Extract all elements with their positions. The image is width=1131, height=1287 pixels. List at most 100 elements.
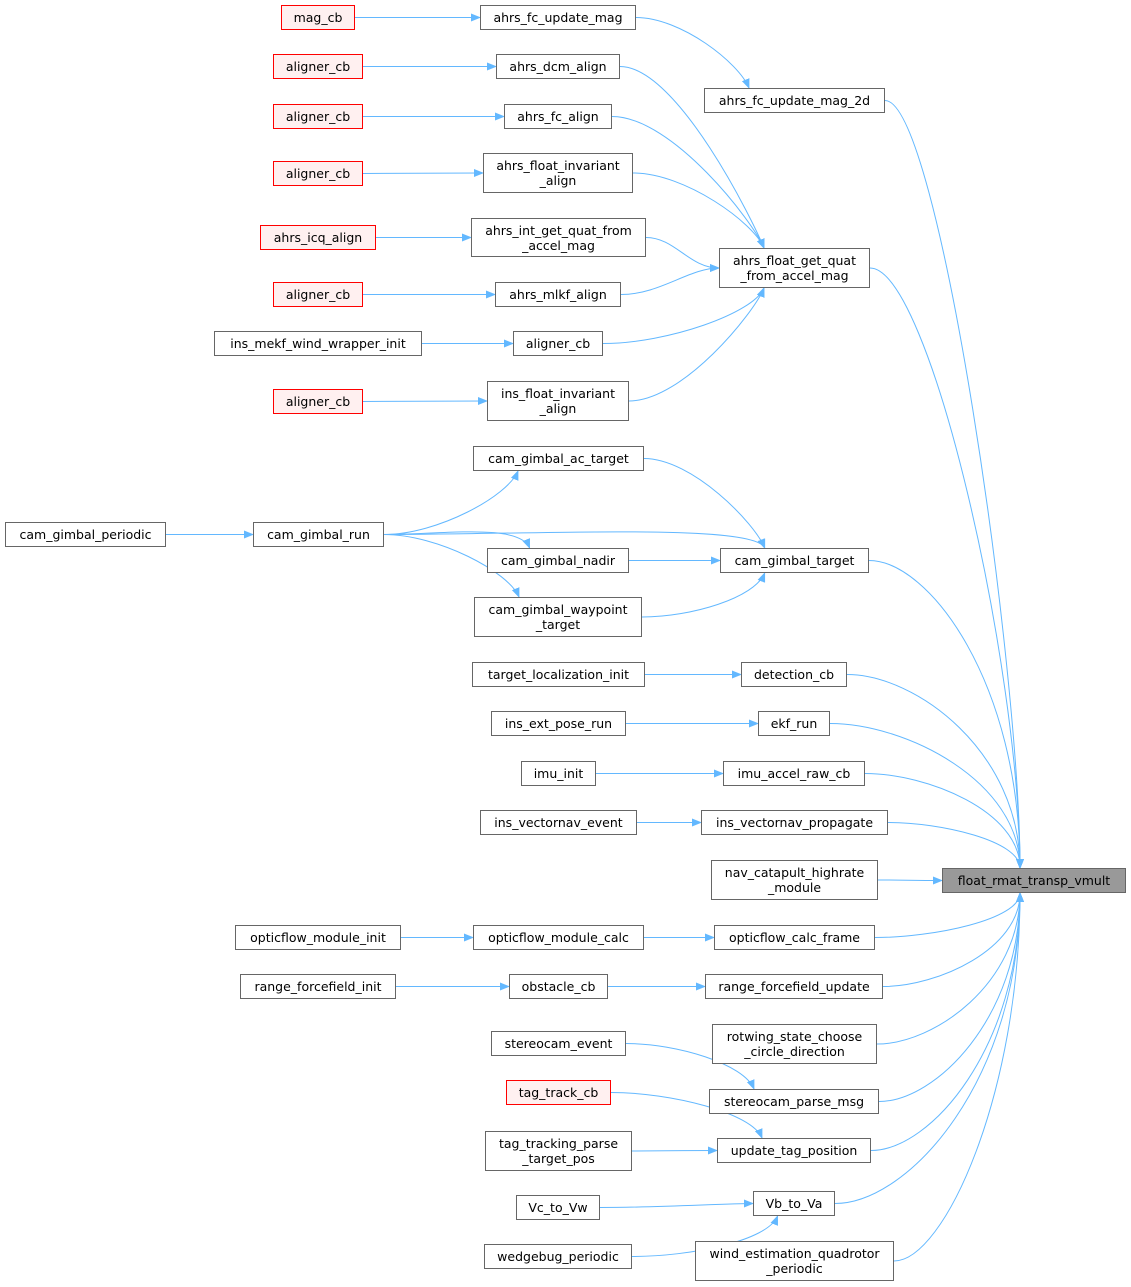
edge-cgr-to-cgn: [383, 531, 531, 549]
edge-iga-to-afq: [645, 237, 720, 272]
graph-node-mag-cb[interactable]: mag_cb: [281, 5, 355, 30]
graph-node-cam-gimbal-periodic[interactable]: cam_gimbal_periodic: [5, 522, 166, 547]
edge-ncat-to-T: [877, 876, 943, 885]
node-label: opticflow_module_calc: [488, 930, 629, 945]
node-label: ahrs_mlkf_align: [509, 287, 607, 302]
node-label: ahrs_fc_align: [517, 109, 599, 124]
node-label: cam_gimbal_target: [734, 553, 855, 568]
edge-al3-to-fia: [362, 169, 484, 178]
graph-node-ahrs-mlkf-align[interactable]: ahrs_mlkf_align: [495, 282, 621, 307]
edge-rfu-to-T: [882, 892, 1024, 987]
graph-node-obstacle-cb[interactable]: obstacle_cb: [509, 974, 608, 999]
edge-fia-to-afq: [632, 172, 765, 249]
graph-node-cam-gimbal-ac-target[interactable]: cam_gimbal_ac_target: [473, 446, 644, 471]
edge-dcm-to-afq: [619, 66, 765, 249]
graph-node-aligner-cb[interactable]: aligner_cb: [273, 161, 363, 186]
graph-node-ahrs-int-get-quat-from-accel-mag[interactable]: ahrs_int_get_quat_from_accel_mag: [471, 218, 646, 257]
graph-node-aligner-cb[interactable]: aligner_cb: [273, 282, 363, 307]
graph-node-ins-mekf-wind-wrapper-init[interactable]: ins_mekf_wind_wrapper_init: [214, 331, 422, 356]
node-label: tag_track_cb: [518, 1085, 599, 1100]
node-label: range_forcefield_init: [254, 979, 382, 994]
graph-node-ins-vectornav-propagate[interactable]: ins_vectornav_propagate: [701, 810, 888, 835]
node-label: ahrs_dcm_align: [509, 59, 607, 74]
graph-node-ahrs-dcm-align[interactable]: ahrs_dcm_align: [496, 54, 620, 79]
graph-node-ahrs-float-get-quat-from-accel-mag[interactable]: ahrs_float_get_quat_from_accel_mag: [719, 248, 870, 288]
edge-vcvw-to-vbva: [599, 1199, 754, 1208]
node-label: ins_ext_pose_run: [504, 716, 613, 731]
graph-node-ahrs-float-invariant-align[interactable]: ahrs_float_invariant_align: [483, 153, 633, 193]
graph-node-ahrs-fc-update-mag[interactable]: ahrs_fc_update_mag: [480, 5, 636, 30]
node-label: wind_estimation_quadrotor: [709, 1246, 880, 1261]
node-label: ahrs_float_invariant: [496, 158, 620, 173]
graph-node-aligner-cb[interactable]: aligner_cb: [513, 331, 603, 356]
graph-node-float-rmat-transp-vmult[interactable]: float_rmat_transp_vmult: [942, 868, 1126, 893]
node-label: ins_mekf_wind_wrapper_init: [230, 336, 406, 351]
graph-node-stereocam-parse-msg[interactable]: stereocam_parse_msg: [709, 1089, 879, 1114]
node-label: opticflow_module_init: [250, 930, 386, 945]
edge-cgw-to-cgt: [641, 572, 766, 618]
graph-node-aligner-cb[interactable]: aligner_cb: [273, 389, 363, 414]
edge-cgr-to-cgw: [383, 534, 520, 598]
graph-node-nav-catapult-highrate-module[interactable]: nav_catapult_highrate_module: [711, 860, 878, 900]
edge-m2d-to-T: [884, 100, 1024, 869]
graph-node-aligner-cb[interactable]: aligner_cb: [273, 104, 363, 129]
graph-node-opticflow-module-calc[interactable]: opticflow_module_calc: [473, 925, 644, 950]
graph-node-vc-to-vw[interactable]: Vc_to_Vw: [516, 1195, 600, 1220]
edge-spm-to-T: [878, 892, 1024, 1102]
node-label: range_forcefield_update: [718, 979, 870, 994]
graph-node-cam-gimbal-target[interactable]: cam_gimbal_target: [720, 548, 869, 573]
node-label: aligner_cb: [525, 336, 591, 351]
node-label: ahrs_icq_align: [273, 230, 363, 245]
graph-node-ins-vectornav-event[interactable]: ins_vectornav_event: [480, 810, 637, 835]
graph-node-range-forcefield-init[interactable]: range_forcefield_init: [240, 974, 396, 999]
graph-node-opticflow-calc-frame[interactable]: opticflow_calc_frame: [714, 925, 875, 950]
edge-ocf-to-T: [874, 892, 1024, 938]
graph-node-ins-float-invariant-align[interactable]: ins_float_invariant_align: [487, 381, 629, 421]
node-label: aligner_cb: [285, 59, 351, 74]
node-label: target_localization_init: [487, 667, 630, 682]
graph-node-ins-ext-pose-run[interactable]: ins_ext_pose_run: [491, 711, 626, 736]
edge-ttp-to-utp: [631, 1146, 718, 1155]
node-label: cam_gimbal_waypoint: [488, 602, 628, 617]
node-label: Vb_to_Va: [765, 1196, 823, 1211]
node-label: cam_gimbal_nadir: [501, 553, 615, 568]
node-label: _from_accel_mag: [740, 268, 849, 283]
graph-node-vb-to-va[interactable]: Vb_to_Va: [753, 1191, 835, 1216]
node-label: ahrs_float_get_quat: [732, 253, 856, 268]
graph-node-imu-accel-raw-cb[interactable]: imu_accel_raw_cb: [723, 761, 865, 786]
graph-node-update-tag-position[interactable]: update_tag_position: [717, 1138, 871, 1163]
graph-node-ahrs-icq-align[interactable]: ahrs_icq_align: [260, 225, 376, 250]
node-label: wedgebug_periodic: [497, 1249, 619, 1264]
graph-node-detection-cb[interactable]: detection_cb: [741, 662, 847, 687]
graph-node-tag-track-cb[interactable]: tag_track_cb: [506, 1080, 611, 1105]
graph-node-cam-gimbal-run[interactable]: cam_gimbal_run: [253, 522, 384, 547]
node-label: mag_cb: [293, 10, 343, 25]
graph-node-wedgebug-periodic[interactable]: wedgebug_periodic: [484, 1244, 632, 1269]
graph-node-tag-tracking-parse-target-pos[interactable]: tag_tracking_parse_target_pos: [485, 1131, 632, 1171]
node-label: ahrs_fc_update_mag: [493, 10, 623, 25]
node-label: cam_gimbal_run: [267, 527, 370, 542]
graph-node-cam-gimbal-waypoint-target[interactable]: cam_gimbal_waypoint_target: [474, 597, 642, 637]
graph-node-stereocam-event[interactable]: stereocam_event: [491, 1031, 626, 1056]
graph-node-aligner-cb[interactable]: aligner_cb: [273, 54, 363, 79]
graph-node-ahrs-fc-align[interactable]: ahrs_fc_align: [504, 104, 612, 129]
graph-node-ekf-run[interactable]: ekf_run: [758, 711, 830, 736]
node-label: ahrs_fc_update_mag_2d: [718, 93, 871, 108]
graph-node-rotwing-state-choose-circle-direction[interactable]: rotwing_state_choose_circle_direction: [712, 1024, 877, 1064]
graph-node-target-localization-init[interactable]: target_localization_init: [472, 662, 645, 687]
node-label: _accel_mag: [522, 237, 595, 253]
edge-ifia-to-afq: [628, 287, 765, 402]
graph-node-wind-estimation-quadrotor-periodic[interactable]: wind_estimation_quadrotor_periodic: [695, 1241, 894, 1281]
graph-node-imu-init[interactable]: imu_init: [521, 761, 596, 786]
node-label: _module: [767, 880, 822, 895]
edge-ekf-to-T: [829, 723, 1024, 869]
graph-node-cam-gimbal-nadir[interactable]: cam_gimbal_nadir: [487, 548, 629, 573]
node-label: tag_tracking_parse: [498, 1136, 619, 1151]
graph-node-opticflow-module-init[interactable]: opticflow_module_init: [235, 925, 401, 950]
edge-weq-to-T: [893, 892, 1024, 1262]
graph-node-ahrs-fc-update-mag-2d[interactable]: ahrs_fc_update_mag_2d: [704, 88, 885, 113]
node-label: ins_vectornav_propagate: [715, 815, 874, 830]
graph-node-range-forcefield-update[interactable]: range_forcefield_update: [705, 974, 883, 999]
node-label: stereocam_parse_msg: [723, 1094, 865, 1109]
